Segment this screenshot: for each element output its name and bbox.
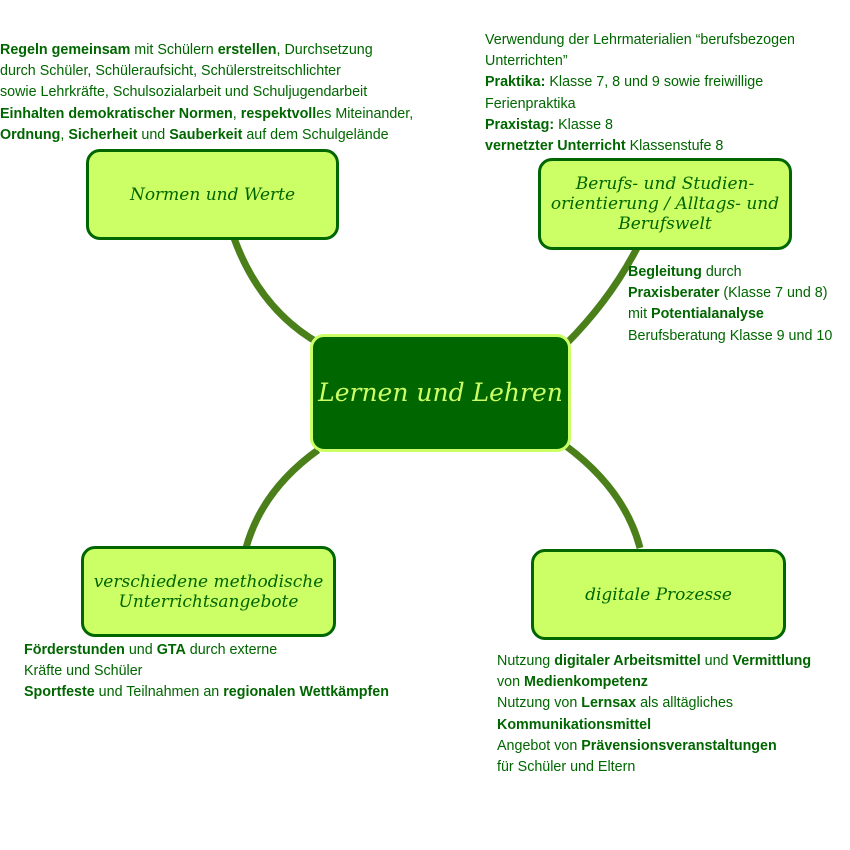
note-text: Berufsberatung Klasse 9 und 10 (628, 327, 833, 344)
note-text: Nutzung von (497, 695, 582, 712)
note-line: Praktika: Klasse 7, 8 und 9 sowie freiwi… (485, 72, 795, 93)
node-normen-und-werte: Normen und Werte (86, 149, 339, 240)
note-text: Nutzung (497, 653, 555, 669)
node-center-lernen-und-lehren: Lernen und Lehren (310, 334, 571, 452)
note-text: es Miteinander, (316, 105, 414, 122)
notes-digital: Nutzung digitaler Arbeitsmittel und Verm… (497, 651, 811, 778)
note-emphasis: Praxistag: (485, 116, 555, 133)
note-text: (Klasse 7 und 8) (719, 285, 828, 302)
note-line: Nutzung digitaler Arbeitsmittel und Verm… (497, 651, 811, 672)
note-emphasis: Vermittlung (732, 653, 812, 669)
note-line: Ordnung, Sicherheit und Sauberkeit auf d… (0, 125, 413, 146)
note-text: Kräfte und Schüler (24, 663, 143, 680)
note-line: Verwendung der Lehrmaterialien “berufsbe… (485, 30, 795, 51)
node-digitale-prozesse: digitale Prozesse (531, 549, 786, 640)
note-text: Klasse 7, 8 und 9 sowie freiwillige (545, 74, 764, 91)
note-line: Berufsberatung Klasse 9 und 10 (628, 326, 832, 347)
note-line: Kommunikationsmittel (497, 715, 811, 736)
note-text: und Teilnahmen an (94, 684, 224, 701)
note-text: durch Schüler, Schüleraufsicht, Schülers… (0, 63, 341, 80)
note-emphasis: Sicherheit (68, 126, 138, 143)
note-line: Praxistag: Klasse 8 (485, 115, 795, 136)
center-label: Lernen und Lehren (318, 378, 563, 407)
note-emphasis: Sauberkeit (169, 126, 243, 143)
note-line: Angebot von Prävensionsveranstaltungen (497, 736, 811, 757)
note-text: Klasse 8 (554, 116, 613, 133)
note-emphasis: vernetzter Unterricht (485, 138, 626, 155)
connector-normen (230, 236, 322, 348)
note-text: mit Schülern (130, 42, 218, 58)
node-label: verschiedene methodische Unterrichtsange… (93, 571, 324, 612)
note-line: Ferienpraktika (485, 94, 795, 115)
note-line: Praxisberater (Klasse 7 und 8) (628, 283, 832, 304)
note-emphasis: Einhalten demokratischer Normen (0, 105, 233, 122)
note-text: , Durchsetzung (276, 42, 373, 58)
note-text: Ferienpraktika (485, 95, 576, 112)
note-line: von Medienkompetenz (497, 672, 811, 693)
note-emphasis: Begleitung (628, 264, 702, 280)
note-text: , (60, 126, 69, 143)
note-line: für Schüler und Eltern (497, 757, 811, 778)
notes-normen: Regeln gemeinsam mit Schülern erstellen,… (0, 40, 413, 146)
note-line: durch Schüler, Schüleraufsicht, Schülers… (0, 61, 413, 82)
note-emphasis: Regeln gemeinsam (0, 42, 131, 58)
note-emphasis: regionalen Wettkämpfen (223, 684, 389, 701)
note-text: Unterrichten” (485, 53, 568, 70)
note-text: und (124, 642, 157, 658)
note-emphasis: Prävensionsveranstaltungen (581, 737, 777, 754)
node-methodische-unterrichtsangebote: verschiedene methodische Unterrichtsange… (81, 546, 336, 637)
note-text: Verwendung der Lehrmaterialien “berufsbe… (485, 32, 795, 48)
note-emphasis: respektvoll (240, 105, 317, 122)
note-line: Einhalten demokratischer Normen, respekt… (0, 104, 413, 125)
note-emphasis: Potentialanalyse (651, 306, 764, 323)
note-emphasis: GTA (156, 642, 186, 658)
note-line: Förderstunden und GTA durch externe (24, 640, 389, 661)
note-emphasis: Praxisberater (628, 285, 720, 302)
node-label: digitale Prozesse (585, 584, 732, 605)
note-emphasis: Lernsax (581, 695, 637, 712)
note-text: auf dem Schulgelände (242, 126, 389, 143)
note-text: von (497, 674, 525, 691)
note-emphasis: digitaler Arbeitsmittel (554, 653, 701, 669)
note-line: Kräfte und Schüler (24, 661, 389, 682)
notes-berufs-top: Verwendung der Lehrmaterialien “berufsbe… (485, 30, 795, 157)
note-emphasis: Praktika: (485, 74, 546, 91)
note-emphasis: Medienkompetenz (524, 674, 648, 691)
note-line: mit Potentialanalyse (628, 304, 832, 325)
note-emphasis: Kommunikationsmittel (497, 716, 652, 733)
note-text: als alltägliches (636, 695, 734, 712)
note-line: Begleitung durch (628, 262, 832, 283)
note-text: sowie Lehrkräfte, Schulsozialarbeit und … (0, 84, 368, 101)
note-line: vernetzter Unterricht Klassenstufe 8 (485, 136, 795, 157)
connector-digital (563, 443, 644, 549)
connector-berufs (563, 246, 641, 347)
connector-methodisch (242, 447, 321, 549)
note-text: , (232, 105, 241, 122)
note-text: durch externe (185, 642, 278, 658)
note-text: Klassenstufe 8 (625, 138, 724, 155)
note-text: für Schüler und Eltern (497, 759, 636, 776)
note-emphasis: Ordnung (0, 126, 61, 143)
note-line: Sportfeste und Teilnahmen an regionalen … (24, 682, 389, 703)
note-text: und (137, 126, 170, 143)
note-emphasis: erstellen (217, 42, 277, 58)
note-text: Angebot von (497, 737, 582, 754)
note-line: Unterrichten” (485, 51, 795, 72)
note-text: mit (628, 306, 652, 323)
note-line: Regeln gemeinsam mit Schülern erstellen,… (0, 40, 413, 61)
node-label: Berufs- und Studien- orientierung / Allt… (550, 174, 780, 234)
note-line: sowie Lehrkräfte, Schulsozialarbeit und … (0, 82, 413, 103)
note-line: Nutzung von Lernsax als alltägliches (497, 693, 811, 714)
note-emphasis: Förderstunden (24, 642, 125, 658)
note-text: durch (701, 264, 742, 280)
note-text: und (700, 653, 733, 669)
note-emphasis: Sportfeste (24, 684, 95, 701)
node-berufs-und-studienorientierung: Berufs- und Studien- orientierung / Allt… (538, 158, 792, 250)
node-label: Normen und Werte (129, 184, 296, 205)
